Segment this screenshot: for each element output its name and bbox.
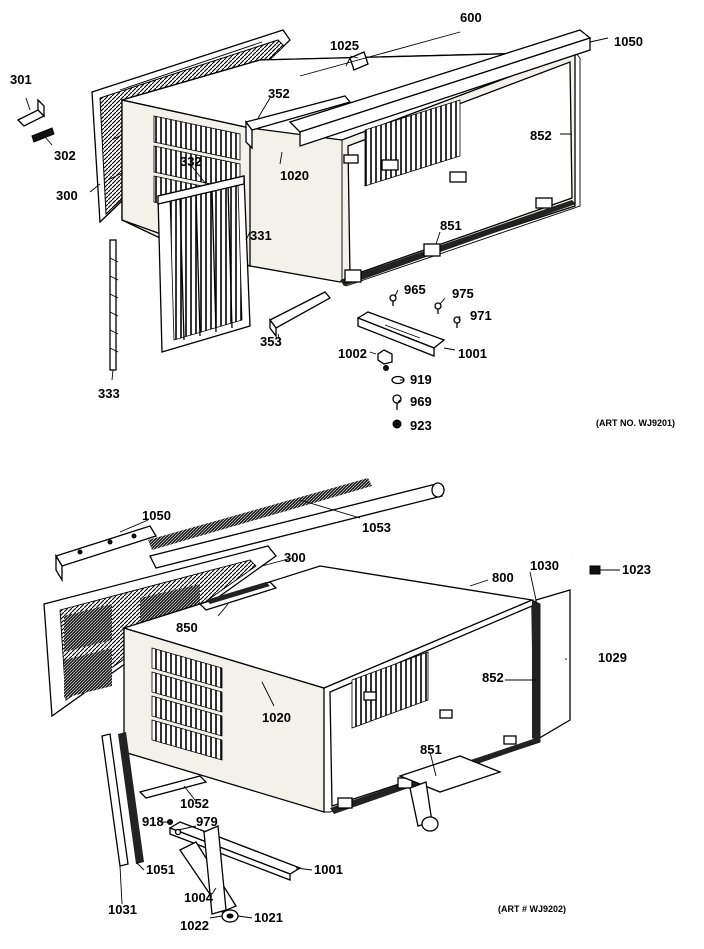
label-979: 979: [196, 814, 218, 829]
strip-333: [109, 239, 119, 371]
bracket-1025: [345, 51, 369, 71]
label-800: 800: [492, 570, 514, 585]
top-assembly: 600 1050 1025 301 302 300 352 332 852 10…: [10, 10, 675, 433]
bracket-850: [198, 581, 278, 611]
label-852-bottom: 852: [482, 670, 504, 685]
label-600: 600: [460, 10, 482, 25]
label-975: 975: [452, 286, 474, 301]
label-923: 923: [410, 418, 432, 433]
bracket-353: [269, 291, 332, 338]
angle-352: [244, 95, 352, 150]
label-1021: 1021: [254, 910, 283, 925]
label-1002: 1002: [338, 346, 367, 361]
label-971: 971: [470, 308, 492, 323]
label-300-bottom: 300: [284, 550, 306, 565]
part-301: [16, 98, 46, 127]
hose-1023: [569, 555, 601, 575]
support-1051: [101, 732, 144, 867]
label-302: 302: [54, 148, 76, 163]
label-1001: 1001: [458, 346, 487, 361]
label-1029: 1029: [598, 650, 627, 665]
coil-331: [157, 175, 251, 353]
label-1025: 1025: [330, 38, 359, 53]
label-918: 918: [142, 814, 164, 829]
right-foot-support: [398, 755, 502, 832]
label-332: 332: [180, 154, 202, 169]
label-1022: 1022: [180, 918, 209, 933]
label-965: 965: [404, 282, 426, 297]
bracket-1001-bottom: [167, 819, 302, 923]
label-852: 852: [530, 128, 552, 143]
label-353: 353: [260, 334, 282, 349]
label-1051: 1051: [146, 862, 175, 877]
label-850: 850: [176, 620, 198, 635]
label-1031: 1031: [108, 902, 137, 917]
label-1050-bottom: 1050: [142, 508, 171, 523]
label-333: 333: [98, 386, 120, 401]
top-leaders: [25, 31, 609, 425]
label-969: 969: [410, 394, 432, 409]
label-1001-bottom: 1001: [314, 862, 343, 877]
label-1053: 1053: [362, 520, 391, 535]
top-rail-1050: [288, 29, 592, 147]
bracket-1050-bottom: [55, 525, 157, 583]
label-1004: 1004: [184, 890, 214, 905]
top-rail-1053: [148, 478, 445, 569]
art-number-top: (ART NO. WJ9201): [596, 418, 675, 428]
bottom-leaders: [119, 499, 620, 919]
label-1050: 1050: [614, 34, 643, 49]
bottom-labels: 1050 1053 300 800 1030 1023 850 1029 852…: [108, 508, 651, 933]
label-1020-bottom: 1020: [262, 710, 291, 725]
label-919: 919: [410, 372, 432, 387]
bracket-1052: [138, 775, 208, 799]
label-851: 851: [440, 218, 462, 233]
label-851-bottom: 851: [420, 742, 442, 757]
label-300: 300: [56, 188, 78, 203]
label-352: 352: [268, 86, 290, 101]
bracket-1001: [356, 311, 446, 357]
front-panel-1029: [535, 589, 571, 742]
top-labels: 600 1050 1025 301 302 300 352 332 852 10…: [10, 10, 675, 433]
hardware-top: [377, 294, 461, 429]
label-1020: 1020: [280, 168, 309, 183]
part-302: [31, 127, 55, 143]
label-331: 331: [250, 228, 272, 243]
bottom-assembly: 1050 1053 300 800 1030 1023 850 1029 852…: [43, 478, 651, 933]
label-1030: 1030: [530, 558, 559, 573]
label-1052: 1052: [180, 796, 209, 811]
art-number-bottom: (ART # WJ9202): [498, 904, 566, 914]
label-301: 301: [10, 72, 32, 87]
label-1023: 1023: [622, 562, 651, 577]
